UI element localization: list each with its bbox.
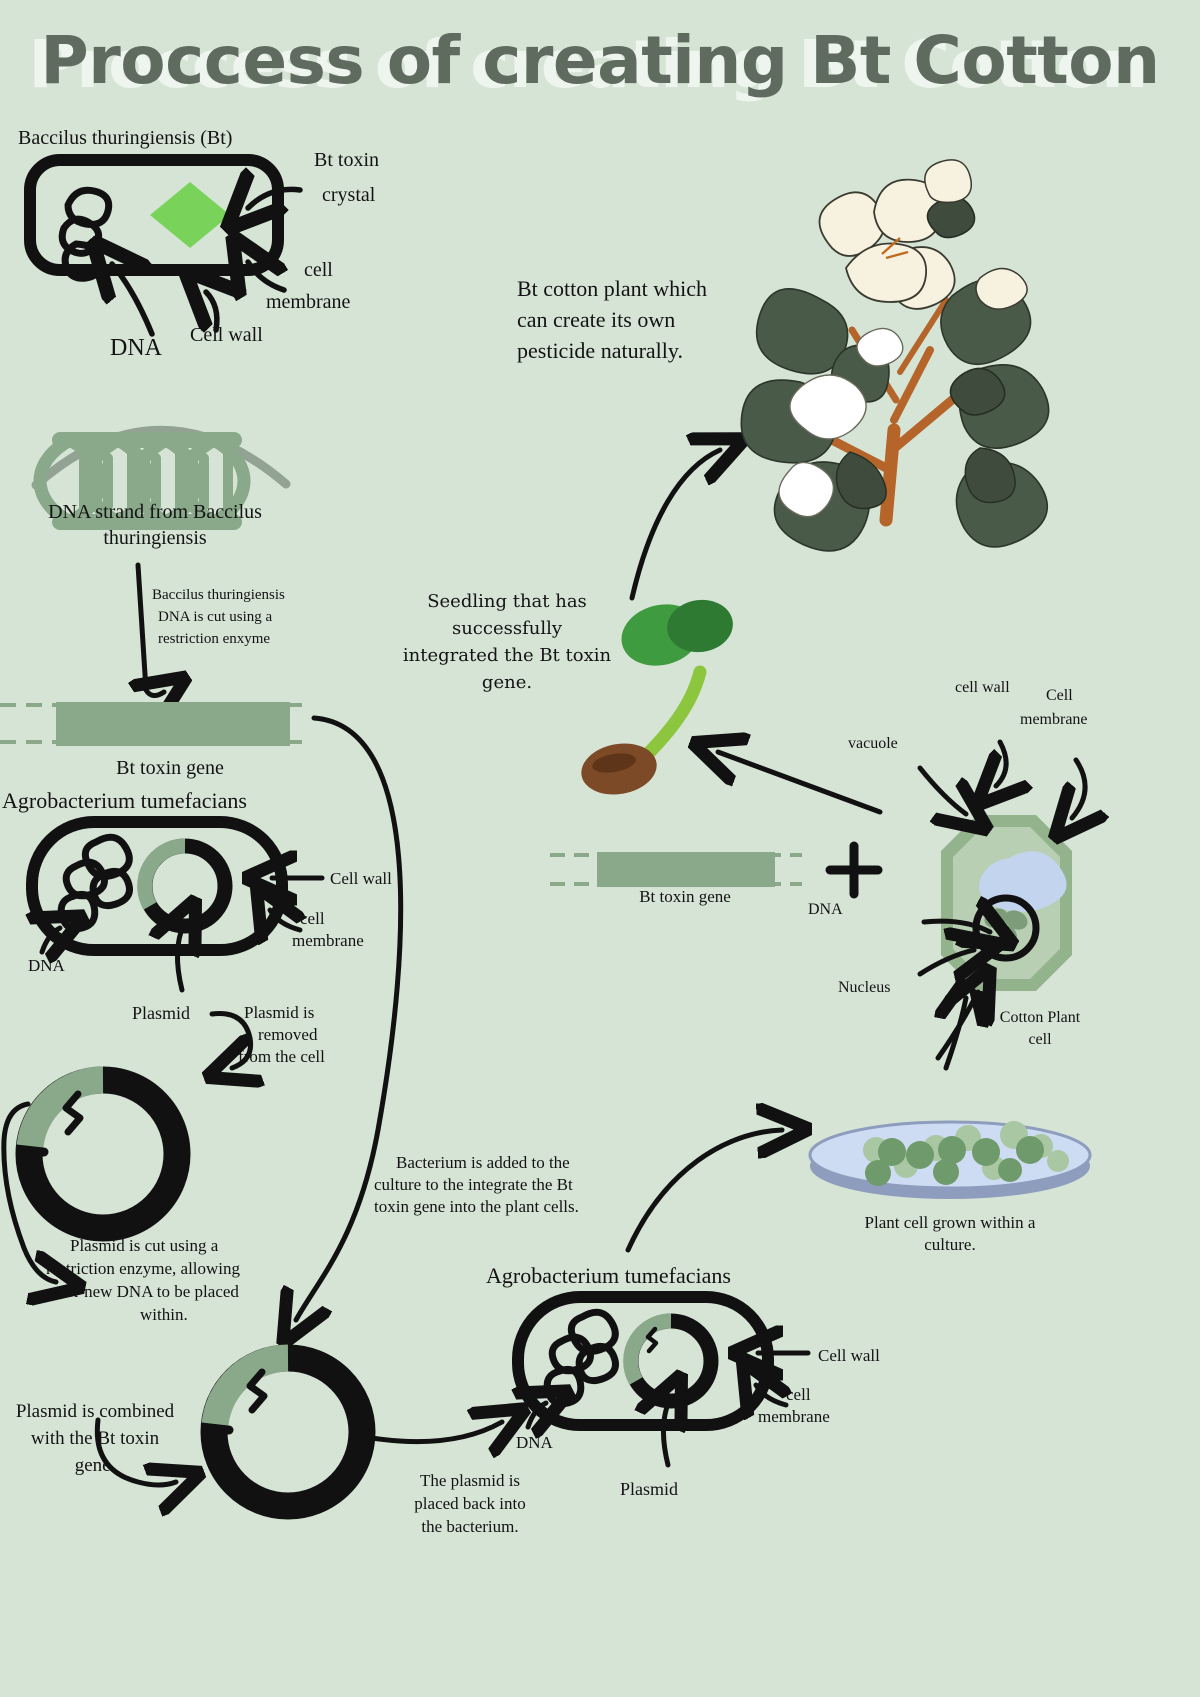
plasmid-combined-note-line3: gene. [74, 1455, 116, 1476]
label-bt-dna: DNA [110, 335, 162, 361]
page-title: Proccess of creating Bt Cotton Proccess … [0, 22, 1200, 117]
agro-bottom-note-line2: placed back into [414, 1494, 526, 1513]
bt-bacterium-illustration [24, 154, 303, 337]
bt-cell-heading: Baccilus thuringiensis (Bt) [18, 127, 233, 149]
agro-top-label-dna: DNA [28, 956, 65, 975]
seedling-note-line3: integrated the Bt toxin [402, 645, 612, 666]
dna-strand-caption-line1: DNA strand from Baccilus [48, 501, 262, 523]
agro-bottom-label-cell-membrane-line2: membrane [758, 1407, 830, 1426]
agrobacterium-bottom-illustration [518, 1291, 811, 1468]
cut-step-note-line3: restriction enxyme [158, 631, 271, 647]
seedling-note-line4: gene. [481, 672, 533, 693]
agro-bottom-heading: Agrobacterium tumefacians [486, 1263, 731, 1288]
cut-step-note-line1: Baccilus thuringiensis [152, 587, 285, 603]
agro-bottom-label-cell-wall: Cell wall [818, 1346, 880, 1365]
cotton-plant-illustration [740, 159, 1050, 552]
dna-strand-caption-line2: thuringiensis [103, 527, 207, 549]
agro-bottom-note-line1: The plasmid is [419, 1471, 521, 1490]
plasmid-combined-note-line1: Plasmid is combined [15, 1401, 175, 1422]
agro-top-note-line1: Plasmid is [244, 1003, 315, 1022]
cotton-plant-note-line1: Bt cotton plant which [517, 276, 708, 301]
agro-top-note-line2: removed [258, 1025, 318, 1044]
seedling-note-line1: Seedling that has [427, 591, 587, 612]
plant-cell-label-cell-membrane-line1: Cell [1046, 687, 1073, 704]
seedling-illustration [581, 450, 883, 815]
label-bt-cell-membrane-line1: cell [304, 259, 333, 281]
plasmid-cut-note-line3: for new DNA to be placed [60, 1282, 239, 1301]
plasmid-cut-note-line1: Plasmid is cut using a [70, 1236, 219, 1255]
agro-bottom-label-plasmid: Plasmid [620, 1479, 679, 1499]
culture-caption-line2: culture. [924, 1235, 976, 1254]
agro-top-heading: Agrobacterium tumefacians [2, 788, 247, 813]
agro-top-label-plasmid: Plasmid [132, 1003, 191, 1023]
bt-toxin-gene-bar-left [0, 702, 310, 746]
bt-toxin-gene-bar-mid [550, 852, 802, 887]
page-title-shadow: Proccess of creating Bt Cotton [28, 26, 1148, 103]
bacterium-added-note-line1: Bacterium is added to the [396, 1153, 570, 1172]
plant-cell-label-cotton-line2: cell [1028, 1031, 1052, 1048]
agro-bottom-label-dna: DNA [516, 1433, 553, 1452]
label-bt-toxin-crystal-line1: Bt toxin [314, 149, 380, 171]
plant-cell-label-dna: DNA [808, 901, 843, 918]
agro-top-label-cell-wall: Cell wall [330, 869, 392, 888]
plant-cell-label-nucleus: Nucleus [838, 979, 891, 996]
agro-bottom-note-line3: the bacterium. [421, 1517, 519, 1536]
plant-cell-label-cell-wall: cell wall [955, 679, 1010, 696]
plasmid-cut-note-line4: within. [140, 1305, 188, 1324]
bacterium-added-note-line3: toxin gene into the plant cells. [374, 1197, 579, 1216]
agro-bottom-label-cell-membrane-line1: cell [786, 1385, 811, 1404]
plant-cell-label-cotton-line1: Cotton Plant [999, 1009, 1081, 1026]
gene-bar-left-label: Bt toxin gene [116, 757, 224, 779]
plasmid-combined-note-line2: with the Bt toxin [30, 1428, 160, 1449]
bacterium-added-note-line2: culture to the integrate the Bt [374, 1175, 573, 1194]
seedling-note-line2: successfully [451, 618, 563, 639]
gene-bar-mid-label: Bt toxin gene [639, 887, 731, 906]
agro-top-note-line3: from the cell [238, 1047, 325, 1066]
label-bt-cell-membrane-line2: membrane [266, 291, 351, 313]
plant-cell-label-cell-membrane-line2: membrane [1020, 711, 1088, 728]
agro-top-label-cell-membrane-line1: cell [300, 909, 325, 928]
plant-cell-label-vacuole: vacuole [848, 735, 898, 752]
arrow-bacterium-to-culture [625, 1130, 782, 1253]
page-title-text: Proccess of creating Bt Cotton [40, 22, 1160, 99]
cut-step-note-line2: DNA is cut using a [158, 609, 273, 625]
plant-cell-culture-illustration [808, 1120, 1092, 1199]
label-bt-cell-wall: Cell wall [190, 324, 263, 346]
cotton-plant-note-line3: pesticide naturally. [517, 338, 683, 363]
label-bt-toxin-crystal-line2: crystal [322, 184, 376, 206]
culture-caption-line1: Plant cell grown within a [864, 1213, 1036, 1232]
agro-top-label-cell-membrane-line2: membrane [292, 931, 364, 950]
cotton-plant-note-line2: can create its own [517, 307, 676, 332]
plasmid-cut-note-line2: restriction enzyme, allowing [46, 1259, 241, 1278]
